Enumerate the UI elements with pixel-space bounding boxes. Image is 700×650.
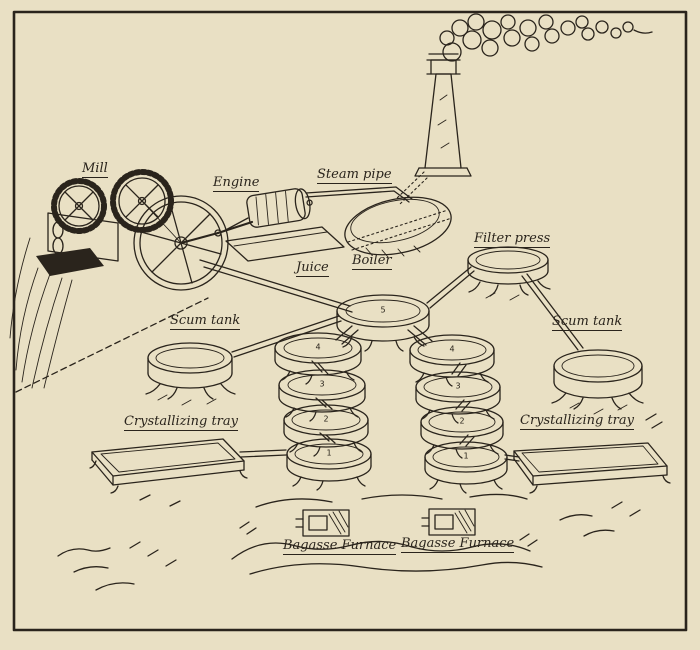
flywheel <box>133 195 254 291</box>
scum-tank-right <box>551 349 644 415</box>
bagasse-furnace-left-unit <box>295 509 350 537</box>
bagasse-furnace-right-unit <box>421 508 476 536</box>
steam-pipe <box>305 186 413 203</box>
evaporator-pan-right-3 <box>420 399 504 459</box>
label-bagasse-furnace-left: Bagasse Furnace <box>283 538 397 556</box>
evaporator-pan-left-4 <box>286 432 372 491</box>
smoke-cloud <box>439 13 653 62</box>
label-scum-tank-left: Scum tank <box>170 313 241 331</box>
pan-number-right-2: 3 <box>455 381 461 391</box>
scum-tank-left <box>145 315 342 406</box>
evaporator-pan-right-4 <box>424 434 508 494</box>
pan-number-right-3: 2 <box>459 416 465 426</box>
figure-border <box>12 10 688 632</box>
pan-number-left-4: 1 <box>326 448 332 458</box>
label-scum-tank-right: Scum tank <box>552 314 623 332</box>
mill <box>9 169 209 393</box>
engine <box>221 188 345 262</box>
evaporator-pan-left-1 <box>274 325 362 385</box>
label-engine: Engine <box>213 175 260 193</box>
crystallizing-tray-right <box>504 442 671 494</box>
label-mill: Mill <box>82 161 108 179</box>
chimney <box>395 53 472 205</box>
ground-texture <box>57 413 663 591</box>
label-crystallizing-tray-right: Crystallizing tray <box>520 413 634 431</box>
pan-number-right-4: 1 <box>463 451 469 461</box>
pan-number-right-1: 4 <box>449 344 455 354</box>
pan-number-center: 5 <box>380 305 386 315</box>
label-juice: Juice <box>296 260 329 278</box>
label-filter-press: Filter press <box>474 231 551 249</box>
evaporator-pan-left-2 <box>278 360 366 422</box>
label-crystallizing-tray-left: Crystallizing tray <box>124 414 238 432</box>
evaporator-pan-right-2 <box>415 362 501 424</box>
boiler <box>344 196 453 258</box>
label-boiler: Boiler <box>352 253 392 271</box>
crystallizing-tray-left <box>89 438 287 494</box>
pan-number-left-1: 4 <box>315 342 321 352</box>
juice-pipe <box>199 259 353 313</box>
pan-number-left-3: 2 <box>323 414 329 424</box>
evaporator-pan-center <box>336 294 430 352</box>
filter-press <box>426 246 584 351</box>
label-bagasse-furnace-right: Bagasse Furnace <box>401 536 515 554</box>
label-steam-pipe: Steam pipe <box>317 167 392 185</box>
evaporator-pan-right-1 <box>407 325 495 387</box>
pan-number-left-2: 3 <box>319 379 325 389</box>
